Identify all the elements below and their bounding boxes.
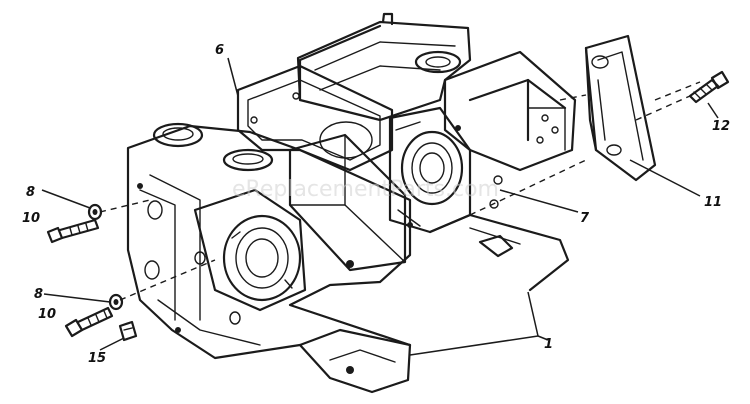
upper-washer-8 (87, 203, 103, 221)
assembly-center-lines (99, 81, 701, 301)
gasket (236, 64, 394, 172)
front-crankcase-half (126, 122, 412, 394)
callout-7: 7 (580, 211, 590, 226)
callout-leaders (41, 57, 719, 356)
callout-11: 11 (704, 195, 722, 210)
callout-12: 12 (712, 119, 730, 134)
side-cover-plate (584, 34, 657, 182)
lower-bolt-10 (64, 306, 114, 338)
dowel-pin-15 (118, 320, 138, 342)
callout-8-upper: 8 (26, 185, 35, 200)
callout-labels: 6 7 11 12 8 10 8 10 15 1 (22, 43, 730, 366)
callout-6: 6 (215, 43, 224, 58)
callout-10-lower: 10 (38, 307, 56, 322)
watermark-text: eReplacementParts.com (232, 177, 499, 202)
callout-15: 15 (88, 351, 106, 366)
upper-bolt-10 (46, 218, 100, 244)
callout-1: 1 (544, 337, 553, 352)
rear-crankcase-half (296, 12, 577, 292)
callout-10-upper: 10 (22, 211, 40, 226)
lower-washer-8 (108, 293, 124, 311)
callout-8-lower: 8 (34, 287, 43, 302)
screw-12 (688, 70, 730, 104)
